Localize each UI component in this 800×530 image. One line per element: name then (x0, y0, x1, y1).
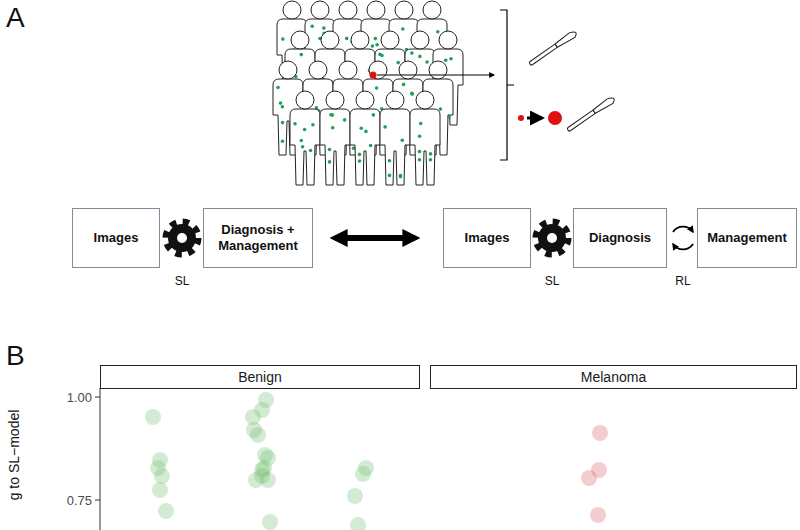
skin-lesion-dot (281, 105, 285, 109)
skin-lesion-dot (383, 125, 387, 129)
facet-header: Melanoma (430, 365, 797, 389)
skin-lesion-dot (328, 160, 332, 164)
skin-lesion-dot (310, 25, 314, 29)
plot-axis (95, 388, 100, 530)
gear-icon (166, 222, 198, 254)
skin-lesion-dot (293, 122, 297, 126)
skin-lesion-dot (418, 158, 422, 162)
gear-icon (536, 222, 568, 254)
skin-lesion-dot (303, 128, 307, 132)
benign-points (145, 392, 374, 530)
skin-lesion-dot (436, 30, 440, 34)
person-figure (410, 91, 440, 185)
node-text: Images (94, 230, 139, 246)
skin-lesion-dot (378, 53, 382, 57)
method-label: SL (175, 274, 190, 288)
skin-lesion-dot (374, 37, 378, 41)
process-box: Diagnosis + Management (203, 208, 313, 268)
skin-lesion-dot (418, 150, 422, 154)
skin-lesion-dot (371, 44, 375, 48)
tick-label: 1.00 (67, 390, 92, 405)
skin-lesion-dot (399, 175, 403, 179)
axis-title: g to SL−model (6, 410, 22, 501)
skin-lesion-dot (444, 58, 448, 62)
tick-label: 0.75 (67, 493, 92, 508)
skin-lesion-dot (372, 113, 376, 117)
bracket (500, 10, 514, 160)
skin-lesion-dot (375, 43, 379, 47)
crowd-illustration (273, 1, 463, 185)
panel-letter: A (6, 2, 25, 34)
skin-lesion-dot (358, 153, 362, 157)
node-text: Diagnosis (589, 230, 651, 246)
node-text: Images (465, 230, 510, 246)
skin-lesion-dot (401, 27, 405, 31)
process-box: Images (72, 208, 160, 268)
node-text: Management (707, 230, 786, 246)
melanoma-points (581, 425, 608, 523)
facet-header: Benign (100, 365, 420, 389)
skin-lesion-dot (418, 135, 422, 139)
skin-lesion-dot (429, 158, 433, 162)
skin-lesion-dot (322, 26, 326, 30)
skin-lesion-dot (447, 115, 451, 119)
skin-lesion-dot (309, 149, 313, 153)
skin-lesion-dot (449, 57, 453, 61)
skin-lesion-dot (425, 60, 429, 64)
skin-lesion-dot (301, 145, 305, 149)
skin-lesion-dot (331, 113, 335, 117)
skin-lesion-dot (439, 107, 443, 111)
person-figure (290, 91, 320, 185)
process-box: Management (697, 208, 797, 268)
skin-lesion-dot (429, 152, 433, 156)
skin-lesion-dot (360, 127, 364, 131)
skin-lesion-dot (331, 126, 335, 130)
skin-lesion-dot (401, 138, 405, 142)
skin-lesion-dot (419, 122, 423, 126)
skin-lesion-dot (369, 144, 373, 148)
skin-lesion-dot (410, 91, 414, 95)
skin-lesion-dot (402, 83, 406, 87)
process-box: Diagnosis (573, 208, 667, 268)
person-figure (350, 91, 380, 185)
method-label: RL (675, 274, 690, 288)
skin-lesion-dot (375, 86, 379, 90)
node-text: Diagnosis + Management (204, 222, 312, 255)
skin-lesion-dot (388, 174, 392, 178)
skin-lesion-dot (300, 53, 304, 57)
lesion-growth (518, 111, 562, 125)
skin-lesion-dot (311, 123, 315, 127)
scalpel-icon (528, 30, 578, 68)
process-box: Images (443, 208, 531, 268)
selected-lesion (370, 72, 495, 79)
skin-lesion-dot (279, 101, 283, 105)
skin-lesion-dot (388, 159, 392, 163)
skin-lesion-dot (328, 148, 332, 152)
skin-lesion-dot (281, 37, 285, 41)
skin-lesion-dot (418, 55, 422, 59)
skin-lesion-dot (410, 51, 414, 55)
skin-lesion-dot (281, 121, 285, 125)
skin-lesion-dot (276, 86, 280, 90)
skin-lesion-dot (364, 130, 368, 134)
skin-lesion-dot (281, 139, 285, 143)
scalpel-icon (566, 96, 616, 134)
panel-letter: B (6, 340, 25, 372)
cycle-arrows (673, 227, 693, 250)
node-text: Benign (238, 369, 282, 385)
skin-lesion-dot (358, 159, 362, 163)
skin-lesion-dot (396, 61, 400, 65)
person-figure (380, 91, 410, 185)
skin-lesion-dot (410, 92, 414, 96)
skin-lesion-dot (345, 37, 349, 41)
skin-lesion-dot (300, 139, 304, 143)
double-arrow (335, 235, 415, 241)
method-label: SL (545, 274, 560, 288)
skin-lesion-dot (343, 118, 347, 122)
node-text: Melanoma (581, 369, 646, 385)
person-figure (320, 91, 350, 185)
